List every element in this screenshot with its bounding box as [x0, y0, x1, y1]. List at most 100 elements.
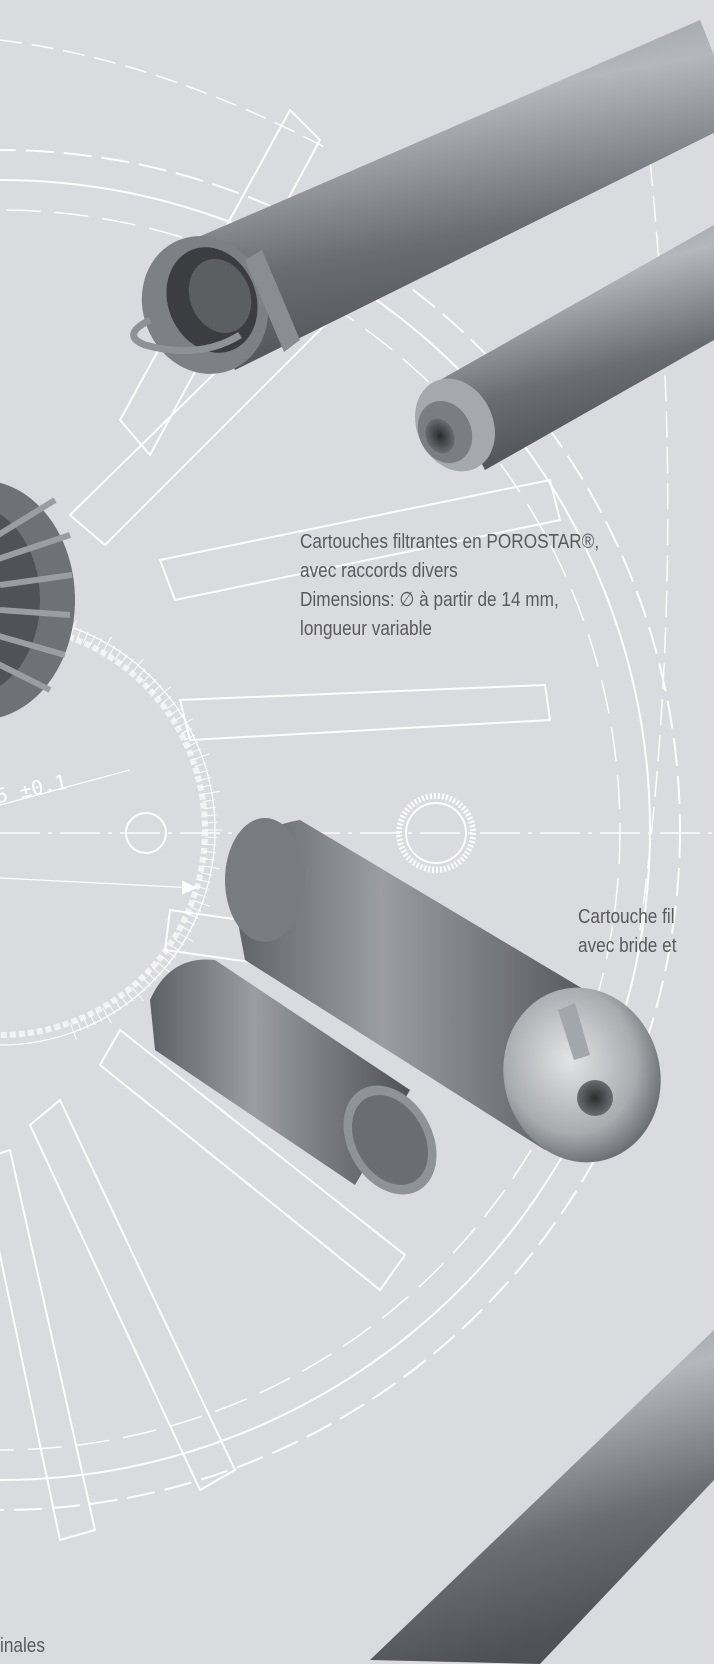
scale-tick	[204, 814, 217, 817]
scale-tick	[120, 995, 128, 1006]
cartridge-flange	[225, 818, 661, 1163]
scale-tick	[194, 762, 207, 768]
scale-tick	[69, 1022, 77, 1040]
scale-tick	[89, 634, 96, 646]
outer-ring-3	[0, 209, 621, 1451]
scale-tick	[108, 1003, 116, 1015]
scale-tick	[114, 999, 122, 1011]
scale-tick	[196, 769, 209, 774]
caption-middle: Cartouche fil avec bride et	[578, 903, 676, 961]
scale-tick	[202, 858, 215, 861]
gear-hole-teeth	[396, 793, 476, 873]
scale-tick	[196, 886, 209, 891]
dimension-line	[0, 877, 196, 889]
scale-tick	[82, 1017, 89, 1029]
scale-tick	[173, 714, 185, 722]
scale-tick	[161, 955, 172, 964]
cartridge-threaded	[415, 225, 714, 472]
scale-tick	[69, 620, 77, 638]
scale-tick	[82, 631, 89, 643]
scale-tick	[189, 748, 202, 754]
scale-tick	[198, 777, 211, 781]
scale-tick	[203, 806, 216, 810]
scale-tick	[156, 686, 172, 699]
scale-tick	[136, 982, 146, 992]
small-hole	[125, 812, 167, 854]
scale-tick	[102, 636, 112, 653]
spoke	[178, 683, 552, 742]
spoke	[98, 1028, 407, 1292]
scale-tick	[192, 753, 210, 761]
scale-tick	[95, 638, 103, 650]
scale-tick	[108, 645, 116, 657]
cartridge-bottom	[370, 1330, 714, 1664]
fan-wheel	[0, 482, 75, 718]
outer-ring-2	[0, 179, 651, 1481]
scale-tick	[142, 673, 152, 683]
scale-tick	[194, 892, 207, 898]
scale-tick	[201, 865, 220, 870]
gear-hole	[405, 802, 467, 864]
scale-tick	[161, 696, 172, 705]
scale-tick	[180, 925, 192, 933]
scale-tick	[173, 938, 185, 946]
scale-tick	[200, 784, 213, 788]
mesh-tube	[150, 959, 437, 1195]
scale-tick	[136, 668, 146, 678]
scale-tick	[184, 919, 196, 926]
scale-tick	[152, 684, 162, 694]
scale-tick	[198, 879, 211, 883]
scale-tick	[89, 1014, 96, 1026]
scale-tick	[102, 1007, 112, 1024]
caption-top-line-2: avec raccords divers	[300, 560, 458, 582]
scale-tick	[165, 950, 176, 958]
scale-tick	[120, 654, 128, 665]
scale-tick	[192, 899, 210, 907]
scale-tick	[131, 658, 144, 674]
scale-tick	[189, 906, 202, 912]
scale-tick	[142, 977, 152, 987]
scale-tick	[114, 649, 122, 661]
scale-tick	[147, 678, 157, 688]
caption-top-line-3: Dimensions: ∅ à partir de 14 mm,	[300, 589, 559, 611]
caption-top-line-1: Cartouches filtrantes en POROSTAR®,	[300, 531, 600, 553]
scale-tick	[169, 708, 181, 716]
scale-tick	[201, 790, 220, 795]
scale-tick	[76, 628, 82, 641]
caption-middle-line-1: Cartouche fil	[578, 906, 675, 928]
scale-tick	[203, 850, 216, 854]
scale-tick	[169, 944, 181, 952]
spoke	[158, 478, 562, 602]
caption-top: Cartouches filtrantes en POROSTAR®, avec…	[300, 528, 599, 644]
spoke	[0, 1148, 97, 1542]
caption-top-line-4: longueur variable	[300, 618, 432, 640]
scale-tick	[125, 991, 134, 1002]
scale-tick	[187, 912, 199, 919]
scale-tick	[180, 727, 192, 735]
scale-tick	[76, 1019, 82, 1032]
dashed-arc-top	[0, 39, 331, 151]
dimension-line	[0, 769, 131, 806]
scale-tick	[177, 718, 194, 728]
scale-tick	[187, 741, 199, 748]
scale-tick	[204, 843, 217, 846]
caption-bottom-line-1: inales	[0, 1635, 45, 1657]
outer-ring	[0, 149, 681, 1511]
scale-tick	[131, 986, 144, 1002]
scale-tick	[177, 932, 194, 942]
scale-tick	[200, 872, 213, 876]
spoke	[28, 1098, 237, 1492]
caption-middle-line-2: avec bride et	[578, 935, 677, 957]
caption-bottom: inales	[0, 1632, 45, 1661]
cartridge-large-top	[130, 20, 714, 374]
spoke	[119, 109, 321, 456]
arrow	[182, 880, 198, 895]
scale-tick	[184, 734, 196, 741]
scale-tick	[202, 799, 215, 802]
scale-tick	[125, 658, 134, 669]
scale-tick	[165, 702, 176, 710]
scale-tick	[152, 966, 162, 976]
